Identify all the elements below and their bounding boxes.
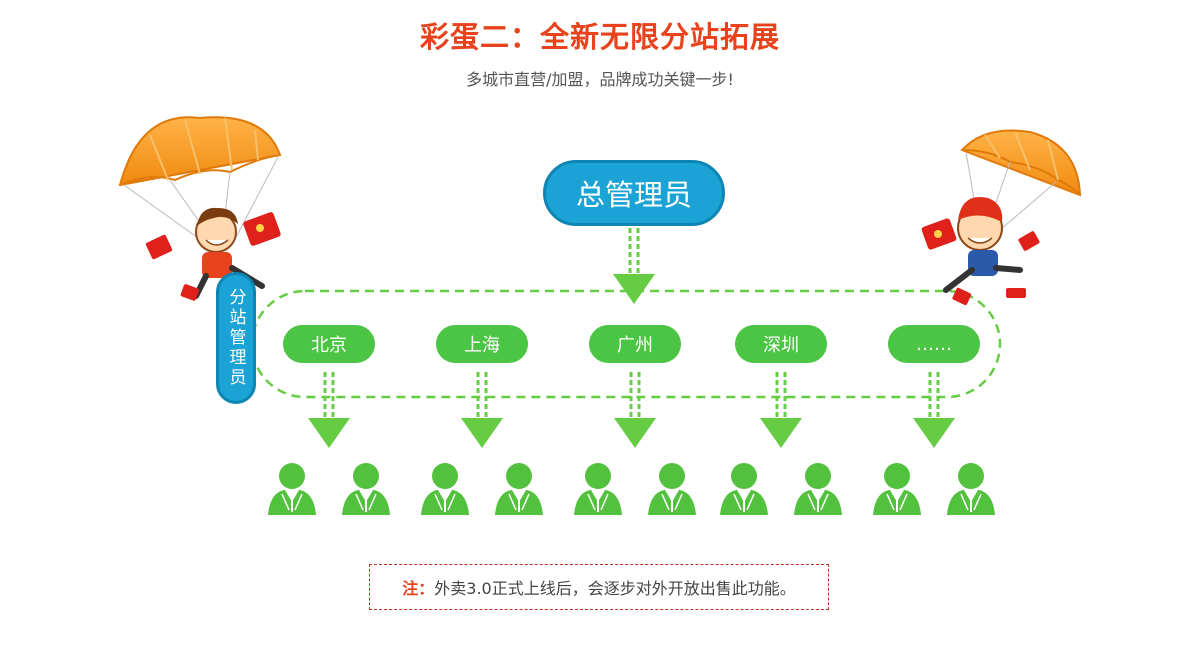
user-icon — [648, 463, 696, 515]
parachute-character-left-icon — [118, 116, 282, 301]
city-down-arrow-icon — [760, 372, 802, 448]
city-node: 北京 — [283, 325, 375, 363]
parachute-character-right-icon — [921, 129, 1082, 306]
note-text: 外卖3.0正式上线后，会逐步对外开放出售此功能。 — [434, 579, 796, 598]
user-icon — [873, 463, 921, 515]
city-down-arrow-icon — [308, 372, 350, 448]
user-icon — [947, 463, 995, 515]
city-node: 广州 — [589, 325, 681, 363]
city-down-arrow-icon — [614, 372, 656, 448]
city-node: 上海 — [436, 325, 528, 363]
city-down-arrow-icon — [913, 372, 955, 448]
page-subtitle: 多城市直营/加盟，品牌成功关键一步! — [466, 70, 734, 89]
sub-admin-node: 分站管理员 — [216, 272, 256, 404]
city-node: …… — [888, 325, 980, 363]
root-admin-node: 总管理员 — [543, 160, 725, 226]
page-title: 彩蛋二：全新无限分站拓展 — [419, 20, 780, 54]
city-down-arrow-icon — [461, 372, 503, 448]
user-icon — [495, 463, 543, 515]
user-icon — [421, 463, 469, 515]
note-label: 注： — [402, 579, 435, 598]
user-icon — [342, 463, 390, 515]
user-icon — [574, 463, 622, 515]
user-icon — [720, 463, 768, 515]
root-down-arrow-icon — [613, 228, 655, 304]
note-box: 注： 外卖3.0正式上线后，会逐步对外开放出售此功能。 — [369, 564, 829, 610]
user-icon — [268, 463, 316, 515]
user-icon — [794, 463, 842, 515]
city-node: 深圳 — [735, 325, 827, 363]
